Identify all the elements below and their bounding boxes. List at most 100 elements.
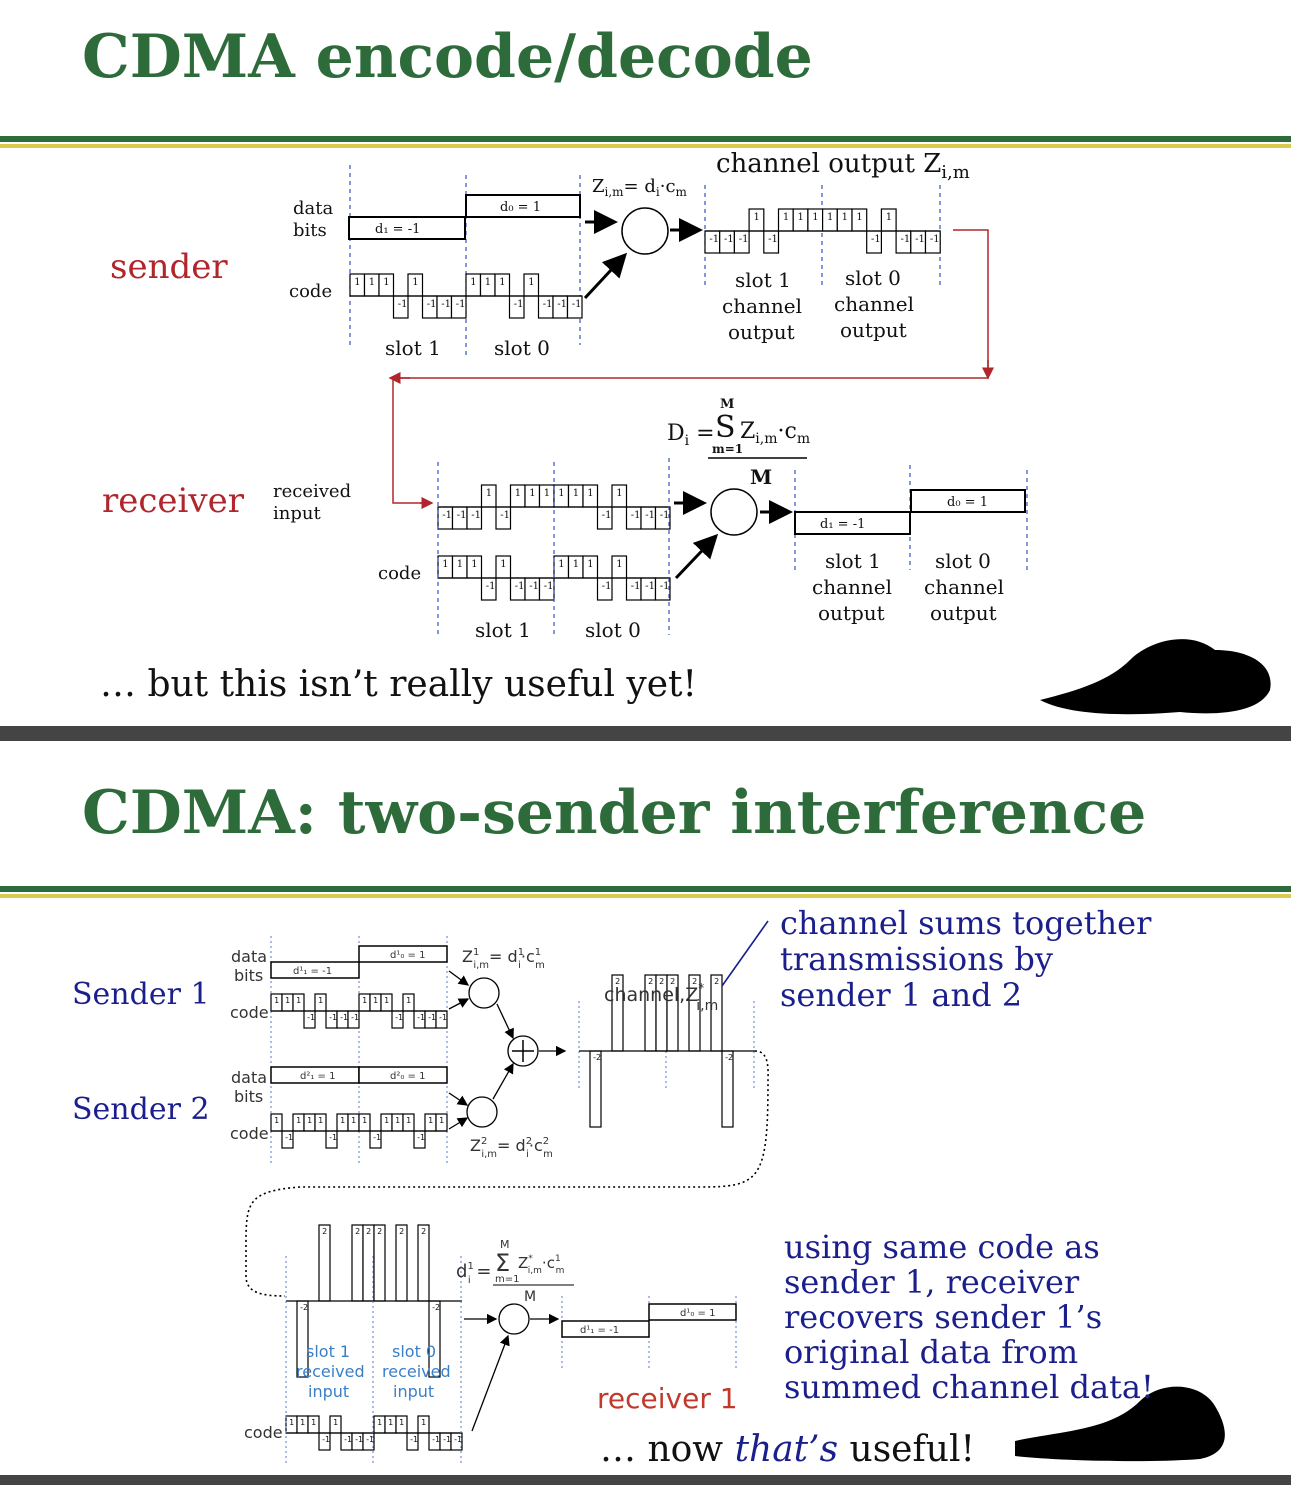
chip-label: -1 <box>329 1133 337 1142</box>
chip-label: -1 <box>557 299 567 310</box>
chip-label: -1 <box>441 299 451 310</box>
chip-label: 1 <box>827 212 833 223</box>
chip-label: -1 <box>373 1133 381 1142</box>
s2-multiplier <box>466 1096 498 1128</box>
arrow <box>492 1062 514 1100</box>
chip-label: 2 <box>322 1227 327 1236</box>
multiplier-circle <box>621 207 669 255</box>
slot0-label: slot 0 <box>494 336 550 360</box>
s1-d0-label: d¹₀ = 1 <box>390 950 425 961</box>
slide-two-sender: CDMA: two-sender interference Sender 1 S… <box>0 741 1291 1475</box>
s2-bits-label: bits <box>234 1087 263 1106</box>
redaction-mark <box>1015 1386 1225 1462</box>
chip-label: -1 <box>871 234 881 245</box>
chip-label: -2 <box>725 1053 733 1062</box>
chip-label: 2 <box>399 1227 404 1236</box>
chip-label: 1 <box>529 488 535 499</box>
chip-label: 1 <box>340 1116 345 1125</box>
denominator-m: M <box>750 465 772 489</box>
chip-label: 1 <box>499 277 505 288</box>
chip-label: -2 <box>432 1303 440 1312</box>
s1-bits-label: bits <box>234 966 263 985</box>
chip-label: 1 <box>753 212 759 223</box>
chip-label: -1 <box>351 1013 359 1022</box>
d1-label: d₁ = -1 <box>375 222 420 237</box>
title-rule-gold <box>0 144 1291 148</box>
decoded-d1-label: d¹₁ = -1 <box>580 1325 619 1336</box>
data-bit-d0 <box>465 194 581 218</box>
chip-label: -1 <box>439 1013 447 1022</box>
chip-label: 1 <box>558 488 564 499</box>
bottom-prefix: … now <box>600 1429 735 1470</box>
sum-top: M <box>500 1238 510 1251</box>
chip-label: 1 <box>395 1116 400 1125</box>
chip-label: 2 <box>692 977 697 986</box>
chip-label: -1 <box>514 299 524 310</box>
chip-label: -1 <box>900 234 910 245</box>
chip-label: 1 <box>486 488 492 499</box>
chip-label: 1 <box>384 996 389 1005</box>
s1-multiplier <box>468 977 500 1009</box>
arrow <box>674 533 719 580</box>
s2-data-label: data <box>231 1068 267 1087</box>
chip-label: -1 <box>515 581 525 592</box>
chip-label: -1 <box>768 234 778 245</box>
chip-label: -1 <box>410 1435 418 1444</box>
arrow <box>583 252 628 300</box>
chip-label: -1 <box>442 510 452 521</box>
chip-label: 1 <box>587 488 593 499</box>
chip-label: 1 <box>318 996 323 1005</box>
receiver-slot0-label: slot 0 <box>585 618 641 642</box>
chip-label: -1 <box>443 1435 451 1444</box>
sum-symbol: S <box>715 410 736 445</box>
chip-label: 1 <box>307 1116 312 1125</box>
chip-label: 1 <box>616 559 622 570</box>
title-rule-green <box>0 886 1291 892</box>
chip-label: -1 <box>457 510 467 521</box>
chip-label: -1 <box>427 299 437 310</box>
chip-label: 1 <box>333 1418 338 1427</box>
chip-label: 1 <box>354 277 360 288</box>
chip-label: 1 <box>406 996 411 1005</box>
decoded-d0 <box>910 489 1026 513</box>
redaction-mark <box>1040 639 1271 715</box>
chip-label: 2 <box>648 977 653 986</box>
chip-label: 1 <box>616 488 622 499</box>
chip-label: 1 <box>798 212 804 223</box>
chip <box>362 1224 375 1302</box>
sum-bottom: m=1 <box>495 1274 519 1285</box>
chip-label: 1 <box>274 996 279 1005</box>
chip-label: 2 <box>355 1227 360 1236</box>
chip-label: -1 <box>285 1133 293 1142</box>
chip <box>721 1050 734 1128</box>
chip-label: -1 <box>631 510 641 521</box>
chip-label: 1 <box>296 1116 301 1125</box>
title-rule-green <box>0 136 1291 142</box>
chip-label: -1 <box>529 581 539 592</box>
chip-label: 2 <box>714 977 719 986</box>
bottom-emphasis: that’s <box>734 1429 839 1470</box>
chip-label: 1 <box>783 212 789 223</box>
s2-d0-label: d²₀ = 1 <box>390 1071 425 1082</box>
bottom-text: … now that’s useful! <box>600 1429 975 1470</box>
bottom-text: … but this isn’t really useful yet! <box>100 664 697 705</box>
chip-label: 1 <box>384 1116 389 1125</box>
chip-label: 2 <box>615 977 620 986</box>
title-rule-gold <box>0 894 1291 898</box>
receiver-label: receiver <box>102 481 245 521</box>
chip-label: 1 <box>439 1116 444 1125</box>
channel-output-label: channel output Zi,m <box>716 149 970 183</box>
chip-label: -1 <box>355 1435 363 1444</box>
chip-label: -1 <box>417 1013 425 1022</box>
chip-label: 1 <box>274 1116 279 1125</box>
chip-label: 2 <box>659 977 664 986</box>
chip-label: -1 <box>602 510 612 521</box>
chip-label: 1 <box>311 1418 316 1427</box>
